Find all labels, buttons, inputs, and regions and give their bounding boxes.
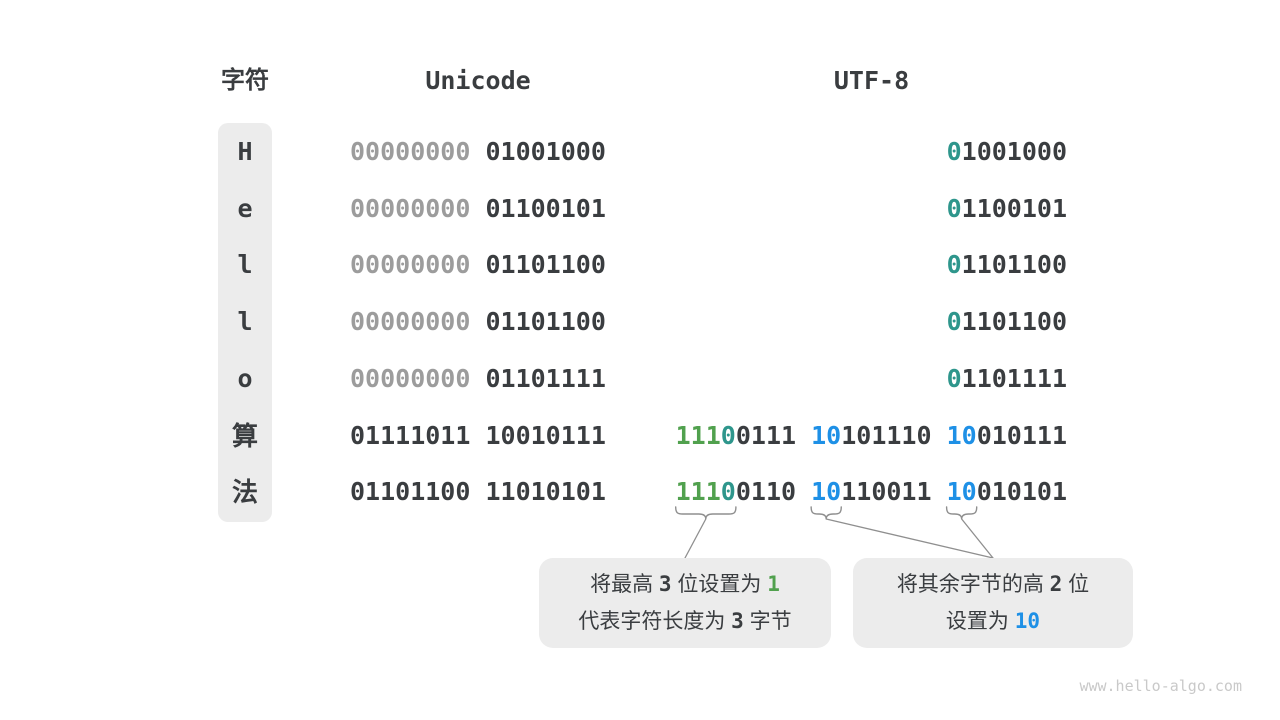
binary-segment: 0	[946, 193, 962, 223]
unicode-value: 00000000 01101111	[350, 364, 606, 394]
underbrace	[675, 506, 737, 520]
binary-segment: 0	[946, 250, 962, 280]
utf8-value: 11100110 10110011 10010101	[350, 477, 1067, 507]
binary-segment: 3	[731, 609, 744, 633]
connector-line	[684, 518, 707, 559]
binary-segment: 0110	[735, 477, 812, 507]
binary-segment: 位	[1062, 573, 1090, 596]
binary-segment: 0	[720, 420, 736, 450]
callout-text-line: 设置为 10	[853, 606, 1133, 637]
binary-segment: 00000000	[350, 307, 471, 337]
callout-text-line: 将最高 3 位设置为 1	[539, 569, 831, 600]
utf8-value: 01100101	[350, 194, 1067, 224]
binary-segment: 3	[658, 572, 672, 596]
utf8-value: 01101100	[350, 307, 1067, 337]
binary-segment: 111	[675, 477, 721, 507]
binary-segment: 1001000	[961, 137, 1067, 166]
connector-line	[961, 518, 994, 559]
binary-segment: 10	[946, 477, 977, 507]
binary-segment: 01101111	[470, 363, 606, 393]
binary-segment: 1101111	[961, 363, 1067, 393]
unicode-value: 00000000 01100101	[350, 194, 606, 224]
binary-segment: 01001000	[470, 137, 606, 166]
binary-segment: 111	[675, 420, 721, 450]
char-cell: l	[237, 307, 253, 337]
unicode-value: 00000000 01101100	[350, 250, 606, 280]
binary-segment: 0	[946, 137, 962, 166]
character-column-pill	[218, 123, 272, 522]
column-header-utf8: UTF-8	[833, 66, 910, 95]
binary-segment: 00000000	[350, 137, 471, 166]
column-header-unicode: Unicode	[425, 66, 531, 95]
char-cell: l	[237, 250, 253, 280]
binary-segment: 01100101	[470, 193, 606, 223]
binary-segment: 代表字符长度为	[578, 610, 732, 633]
underbrace	[810, 506, 842, 520]
char-cell: 算	[231, 420, 258, 451]
binary-segment: 位设置为	[671, 573, 768, 596]
utf8-value: 01001000	[350, 137, 1067, 167]
binary-segment: 01101100 11010101	[350, 477, 606, 507]
binary-segment: 1100101	[961, 193, 1067, 223]
binary-segment: 10	[811, 420, 842, 450]
binary-segment: 字节	[743, 610, 792, 633]
binary-segment: 01101100	[470, 250, 606, 280]
unicode-value: 01101100 11010101	[350, 477, 606, 507]
unicode-value: 00000000 01101100	[350, 307, 606, 337]
char-cell: 法	[231, 477, 258, 508]
binary-segment: 1	[767, 572, 780, 596]
unicode-value: 00000000 01001000	[350, 137, 606, 167]
char-cell: H	[237, 137, 253, 166]
binary-segment: 2	[1049, 572, 1063, 596]
utf8-value: 11100111 10101110 10010111	[350, 421, 1067, 451]
binary-segment: 01111011 10010111	[350, 420, 606, 450]
binary-segment: 0111	[735, 420, 812, 450]
binary-segment: 0	[720, 477, 736, 507]
binary-segment: 10	[811, 477, 842, 507]
binary-segment: 101110	[841, 420, 947, 450]
binary-segment: 0	[946, 363, 962, 393]
binary-segment: 1101100	[961, 307, 1067, 337]
callout-leading-byte: 将最高 3 位设置为 1 代表字符长度为 3 字节	[539, 558, 831, 648]
binary-segment: 00000000	[350, 193, 471, 223]
binary-segment: 010111	[976, 420, 1067, 450]
utf8-value: 01101111	[350, 364, 1067, 394]
binary-segment: 110011	[841, 477, 947, 507]
unicode-value: 01111011 10010111	[350, 421, 606, 451]
char-cell: o	[237, 363, 253, 393]
binary-segment: 00000000	[350, 250, 471, 280]
binary-segment: 10	[946, 420, 977, 450]
binary-segment: 0	[946, 307, 962, 337]
underbrace	[945, 506, 978, 520]
binary-segment: 将其余字节的高	[896, 573, 1050, 596]
callout-continuation-byte: 将其余字节的高 2 位设置为 10	[853, 558, 1133, 648]
column-header-char: 字符	[221, 67, 269, 94]
binary-segment: 010101	[976, 477, 1067, 507]
binary-segment: 10	[1014, 609, 1041, 633]
watermark: www.hello-algo.com	[1079, 677, 1242, 695]
utf8-value: 01101100	[350, 250, 1067, 280]
binary-segment: 1101100	[961, 250, 1067, 280]
binary-segment: 00000000	[350, 363, 471, 393]
connector-line	[825, 518, 994, 559]
callout-text-line: 将其余字节的高 2 位	[853, 569, 1133, 600]
binary-segment: 将最高	[590, 573, 659, 596]
char-cell: e	[237, 193, 253, 223]
binary-segment: 01101100	[470, 307, 606, 337]
callout-text-line: 代表字符长度为 3 字节	[539, 606, 831, 637]
binary-segment: 设置为	[945, 610, 1015, 633]
